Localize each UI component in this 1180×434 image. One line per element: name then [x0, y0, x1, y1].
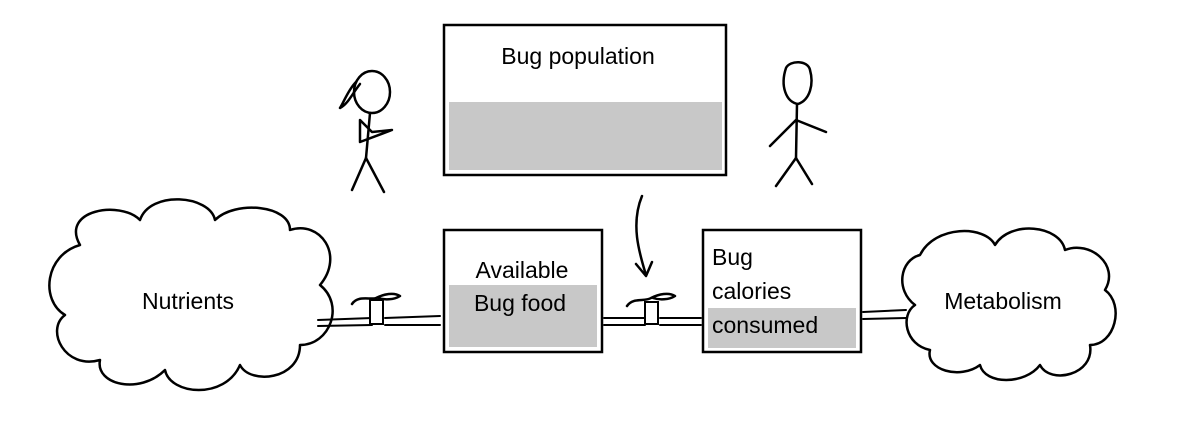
pipe-nutrients-to-food-bottom — [317, 324, 441, 327]
valve-inflow-stem — [369, 299, 384, 325]
person-right-arms — [768, 118, 828, 148]
flow-pipes — [317, 309, 907, 327]
metabolism-label: Metabolism — [944, 288, 1062, 314]
valve-consumption-handle — [625, 292, 677, 308]
available-food-label-line2: Bug food — [474, 290, 566, 316]
valve-inflow-handle — [350, 292, 402, 306]
calories-consumed-label-line3: consumed — [712, 312, 818, 338]
valve-inflow — [350, 292, 402, 325]
person-left-figure — [338, 69, 394, 194]
available-food-level — [449, 285, 597, 347]
bug-population-stock: Bug population — [442, 23, 728, 177]
person-left-hair — [338, 80, 362, 110]
calories-consumed-stock: Bug calories consumed — [701, 228, 863, 354]
bug-population-level — [449, 102, 722, 170]
valve-consumption — [625, 292, 677, 325]
pipe-calories-to-metabolism-bottom — [862, 317, 907, 320]
metabolism-cloud: Metabolism — [901, 227, 1117, 382]
person-left-head — [352, 69, 392, 115]
influence-arrow-line — [635, 194, 648, 277]
person-right-legs — [774, 156, 814, 188]
influence-arrow — [634, 194, 654, 278]
person-right-figure — [768, 61, 828, 188]
available-food-stock: Available Bug food — [442, 228, 604, 354]
nutrients-cloud: Nutrients — [48, 198, 334, 392]
available-food-label-line1: Available — [476, 257, 569, 283]
person-left-body — [364, 111, 372, 160]
person-left-legs — [350, 156, 386, 194]
calories-consumed-label-line1: Bug — [712, 244, 753, 270]
bug-population-label: Bug population — [501, 43, 654, 69]
valve-consumption-stem — [644, 301, 659, 325]
person-left-arms — [358, 118, 394, 144]
person-right-head — [782, 61, 813, 106]
pipe-nutrients-to-food-top — [317, 315, 441, 321]
influence-arrowhead — [634, 260, 654, 278]
pipe-calories-to-metabolism-top — [862, 309, 907, 313]
person-right-body — [794, 102, 799, 160]
nutrients-label: Nutrients — [142, 288, 234, 314]
calories-consumed-label-line2: calories — [712, 278, 791, 304]
calories-consumed-level — [708, 308, 856, 348]
